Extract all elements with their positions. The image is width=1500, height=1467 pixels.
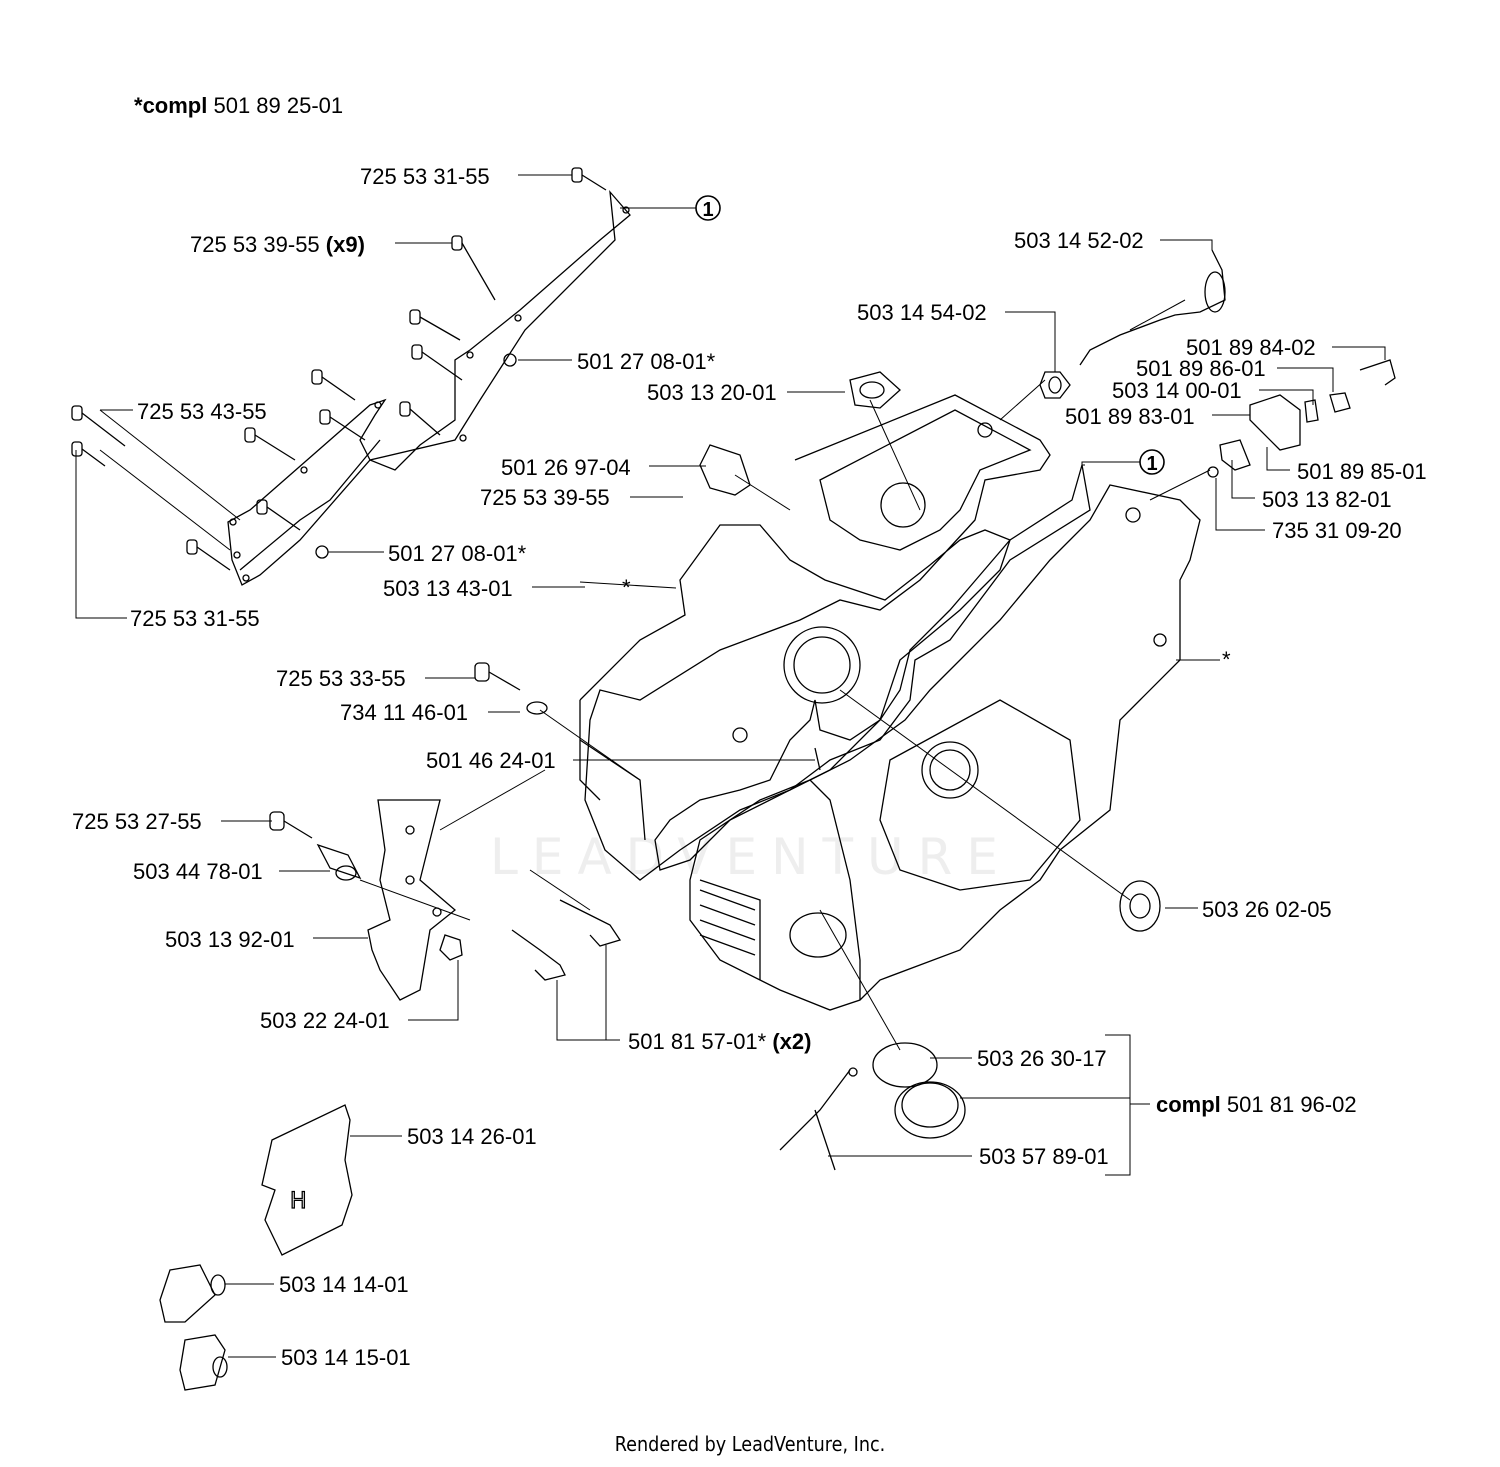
label-501-27-08-01-b: 501 27 08-01* xyxy=(388,541,527,566)
header-assembly-label: *compl 501 89 25-01 xyxy=(134,93,344,118)
label-501-46-24-01: 501 46 24-01 xyxy=(426,748,556,773)
label-725-53-31-55-top: 725 53 31-55 xyxy=(360,164,490,189)
label-503-14-14-01: 503 14 14-01 xyxy=(279,1272,409,1297)
bolt-nut-group xyxy=(269,662,821,1001)
chain-guard-plate: H xyxy=(261,1104,353,1256)
label-503-22-24-01: 503 22 24-01 xyxy=(260,1008,390,1033)
label-503-14-26-01: 503 14 26-01 xyxy=(407,1124,537,1149)
label-501-81-57-01-x2: 501 81 57-01* (x2) xyxy=(628,1029,812,1054)
label-735-31-09-20: 735 31 09-20 xyxy=(1272,518,1402,543)
label-503-14-15-01: 503 14 15-01 xyxy=(281,1345,411,1370)
label-725-53-33-55: 725 53 33-55 xyxy=(276,666,406,691)
handle-part-15-01 xyxy=(179,1334,228,1391)
label-503-26-02-05: 503 26 02-05 xyxy=(1202,897,1332,922)
label-501-89-85-01: 501 89 85-01 xyxy=(1297,459,1427,484)
gasket-middle xyxy=(654,464,1091,871)
label-503-14-00-01: 503 14 00-01 xyxy=(1112,378,1242,403)
label-725-53-39-55-x9: 725 53 39-55 (x9) xyxy=(190,232,365,257)
plate-mark: H xyxy=(290,1189,307,1214)
callout-1-top-text: 1 xyxy=(702,199,713,221)
label-503-14-52-02: 503 14 52-02 xyxy=(1014,228,1144,253)
label-501-27-08-01-a: 501 27 08-01* xyxy=(577,349,716,374)
crankcase-left-half xyxy=(579,394,1051,881)
footer-credit: Rendered by LeadVenture, Inc. xyxy=(614,1432,886,1456)
leader-lines xyxy=(75,174,1386,1358)
label-star-b: * xyxy=(1222,647,1231,672)
callout-1-mid-text: 1 xyxy=(1146,453,1157,475)
label-734-11-46-01: 734 11 46-01 xyxy=(340,700,469,725)
handle-part-14-01 xyxy=(159,1264,226,1323)
label-725-53-27-55: 725 53 27-55 xyxy=(72,809,202,834)
label-725-53-43-55: 725 53 43-55 xyxy=(137,399,267,424)
label-501-89-84-02: 501 89 84-02 xyxy=(1186,335,1316,360)
callout-1-top: 1 xyxy=(695,195,721,221)
label-compl-501-81-96-02: compl 501 81 96-02 xyxy=(1156,1092,1357,1117)
oil-pick-up xyxy=(1079,249,1226,366)
callout-1-mid: 1 xyxy=(1081,449,1165,475)
label-503-44-78-01: 503 44 78-01 xyxy=(133,859,263,884)
crankcase-right-half xyxy=(689,484,1201,1011)
gasket-left xyxy=(227,190,631,586)
label-503-57-89-01: 503 57 89-01 xyxy=(979,1144,1109,1169)
label-503-26-30-17: 503 26 30-17 xyxy=(977,1046,1107,1071)
label-503-13-92-01: 503 13 92-01 xyxy=(165,927,295,952)
label-501-89-86-01: 501 89 86-01 xyxy=(1136,356,1266,381)
oil-cap-assembly xyxy=(779,1042,966,1171)
label-501-26-97-04: 501 26 97-04 xyxy=(501,455,631,480)
label-503-13-82-01: 503 13 82-01 xyxy=(1262,487,1392,512)
small-parts-right xyxy=(699,359,1396,496)
label-503-13-20-01: 503 13 20-01 xyxy=(647,380,777,405)
label-503-14-54-02: 503 14 54-02 xyxy=(857,300,987,325)
watermark: LEADVENTURE xyxy=(490,828,1012,886)
label-725-53-31-55-bottom: 725 53 31-55 xyxy=(130,606,260,631)
label-725-53-39-55: 725 53 39-55 xyxy=(480,485,610,510)
label-star-a: * xyxy=(622,575,631,600)
label-501-89-83-01: 501 89 83-01 xyxy=(1065,404,1195,429)
label-503-13-43-01: 503 13 43-01 xyxy=(383,576,513,601)
screws-left xyxy=(71,167,607,571)
washer-503-26-02-05 xyxy=(1119,880,1161,932)
